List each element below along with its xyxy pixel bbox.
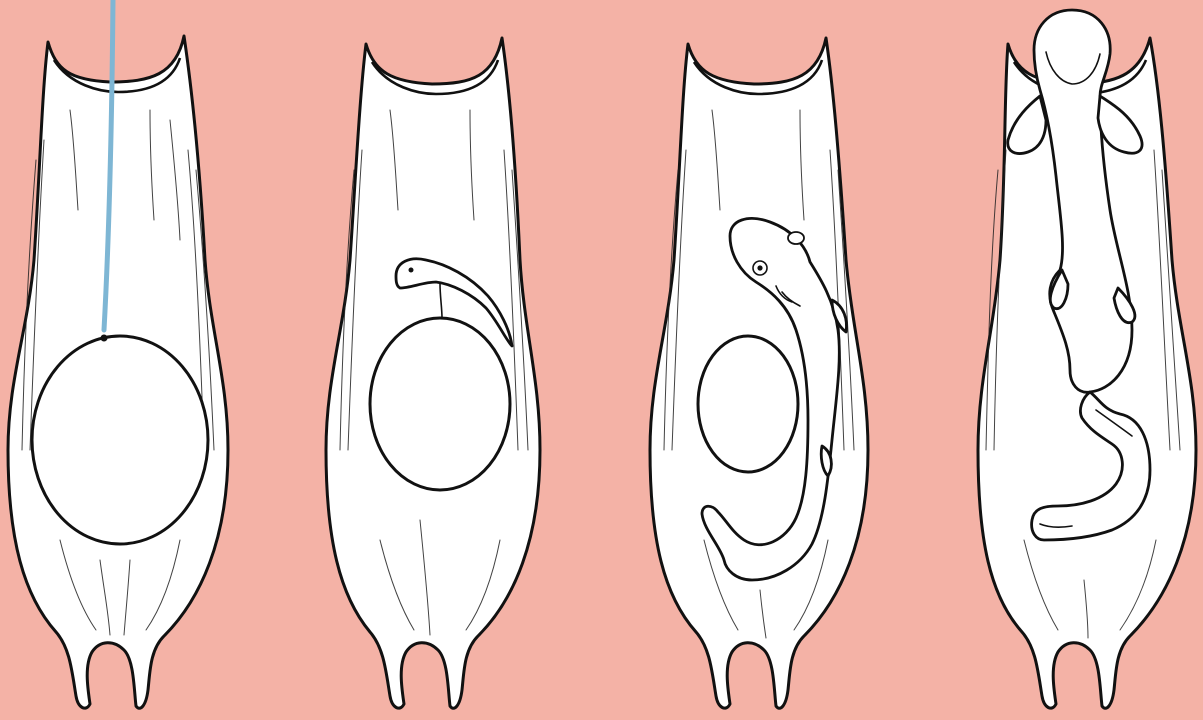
embryo-spiracle-3 <box>788 232 804 244</box>
yolk-2 <box>370 318 510 490</box>
yolk-3 <box>698 336 798 472</box>
embryo-dot-1 <box>101 335 108 342</box>
yolk-1 <box>32 336 208 544</box>
embryo-pupil-3 <box>757 265 762 270</box>
embryo-eye-2 <box>409 268 414 273</box>
